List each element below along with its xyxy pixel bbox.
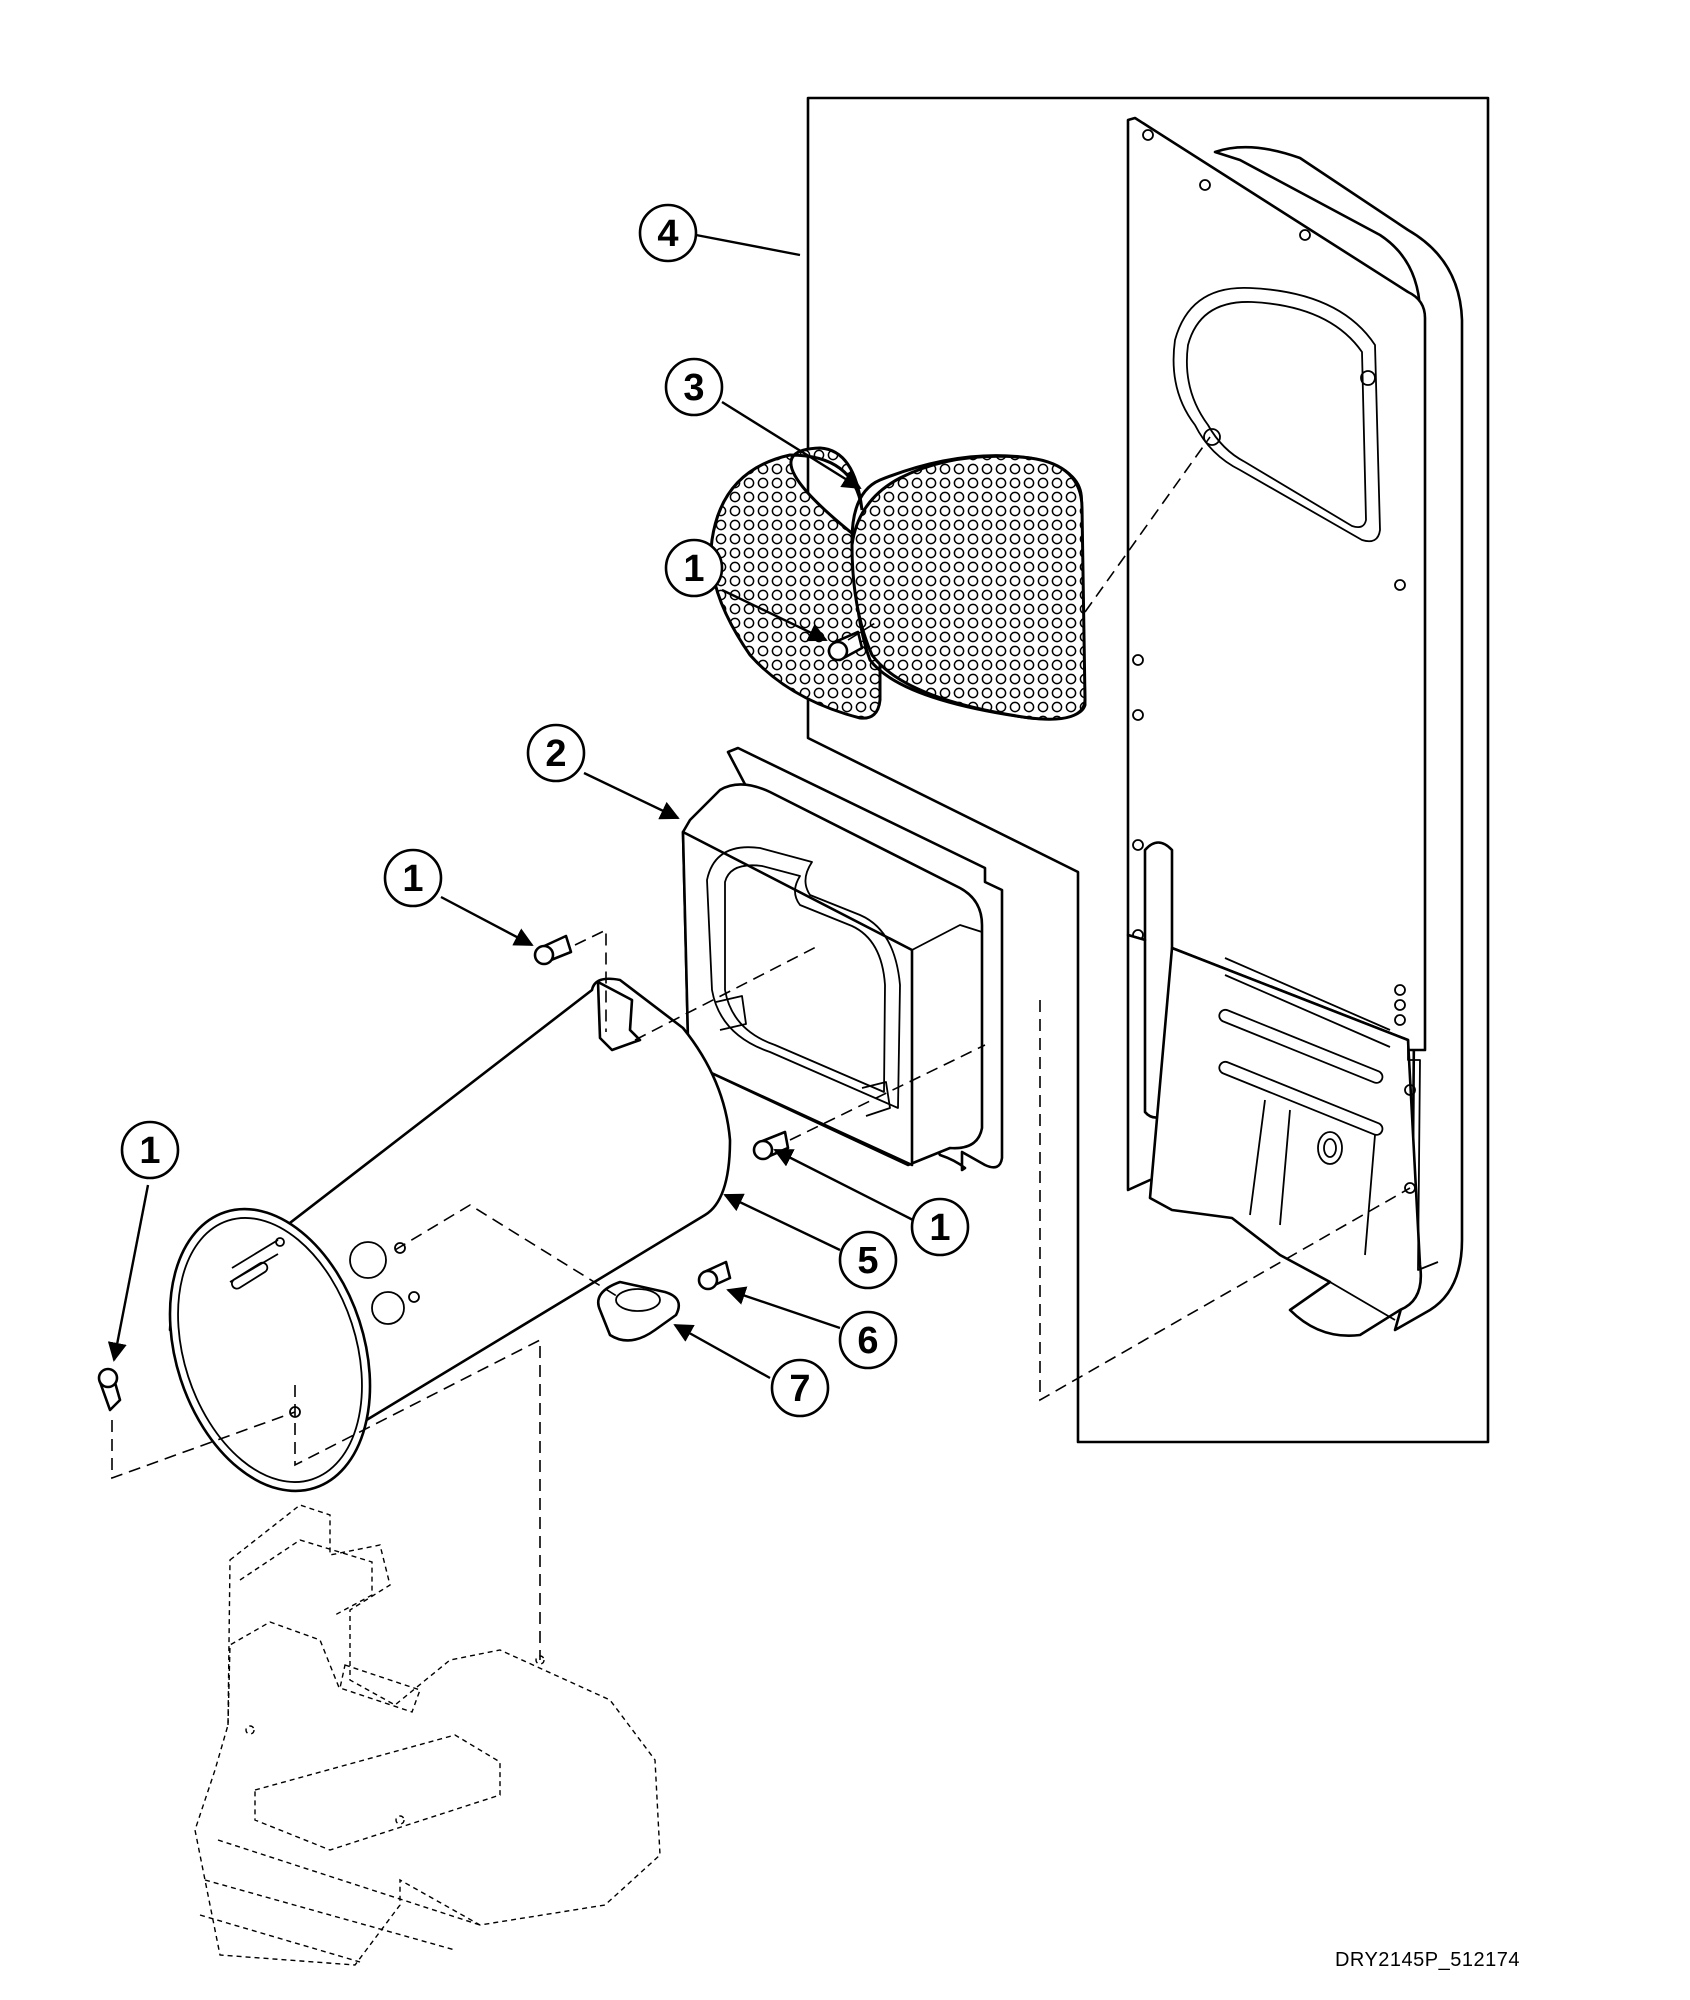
lint-screen-mesh bbox=[850, 454, 1087, 721]
svg-text:3: 3 bbox=[683, 367, 704, 409]
svg-text:6: 6 bbox=[857, 1320, 878, 1362]
callout-3: 3 bbox=[664, 357, 724, 417]
svg-text:4: 4 bbox=[657, 213, 678, 255]
svg-text:5: 5 bbox=[857, 1240, 878, 1282]
callout-5: 5 bbox=[838, 1230, 898, 1290]
callout-1-lint-screw: 1 bbox=[664, 538, 724, 598]
screw-lint-screen bbox=[827, 630, 864, 662]
callout-7: 7 bbox=[770, 1358, 830, 1418]
back-panel bbox=[1126, 116, 1464, 1337]
callout-1-duct-top-screw: 1 bbox=[383, 848, 443, 908]
thermostat-cap bbox=[615, 1288, 661, 1312]
screw-duct-top bbox=[533, 934, 573, 966]
svg-text:1: 1 bbox=[402, 858, 423, 900]
svg-text:7: 7 bbox=[789, 1368, 810, 1410]
callout-2: 2 bbox=[526, 723, 586, 783]
screw-thermostat bbox=[697, 1260, 732, 1291]
screw-cylinder-bottom bbox=[97, 1367, 122, 1412]
callout-1-duct-lower-screw: 1 bbox=[910, 1197, 970, 1257]
phantom-base bbox=[194, 1504, 661, 1966]
svg-text:1: 1 bbox=[929, 1207, 950, 1249]
leader-lines bbox=[107, 233, 914, 1380]
callout-1-cylinder-screw: 1 bbox=[120, 1120, 180, 1180]
callout-4: 4 bbox=[638, 203, 698, 263]
svg-text:1: 1 bbox=[683, 548, 704, 590]
screw-duct-lower bbox=[752, 1130, 790, 1161]
callout-6: 6 bbox=[838, 1310, 898, 1370]
svg-text:2: 2 bbox=[545, 733, 566, 775]
assembly-4-boundary bbox=[806, 96, 1490, 1444]
heater-cylinder bbox=[168, 977, 732, 1493]
drawing-reference-code: DRY2145P_512174 bbox=[1334, 1949, 1520, 1971]
svg-text:1: 1 bbox=[139, 1130, 160, 1172]
alignment-lines bbox=[111, 436, 1411, 1660]
